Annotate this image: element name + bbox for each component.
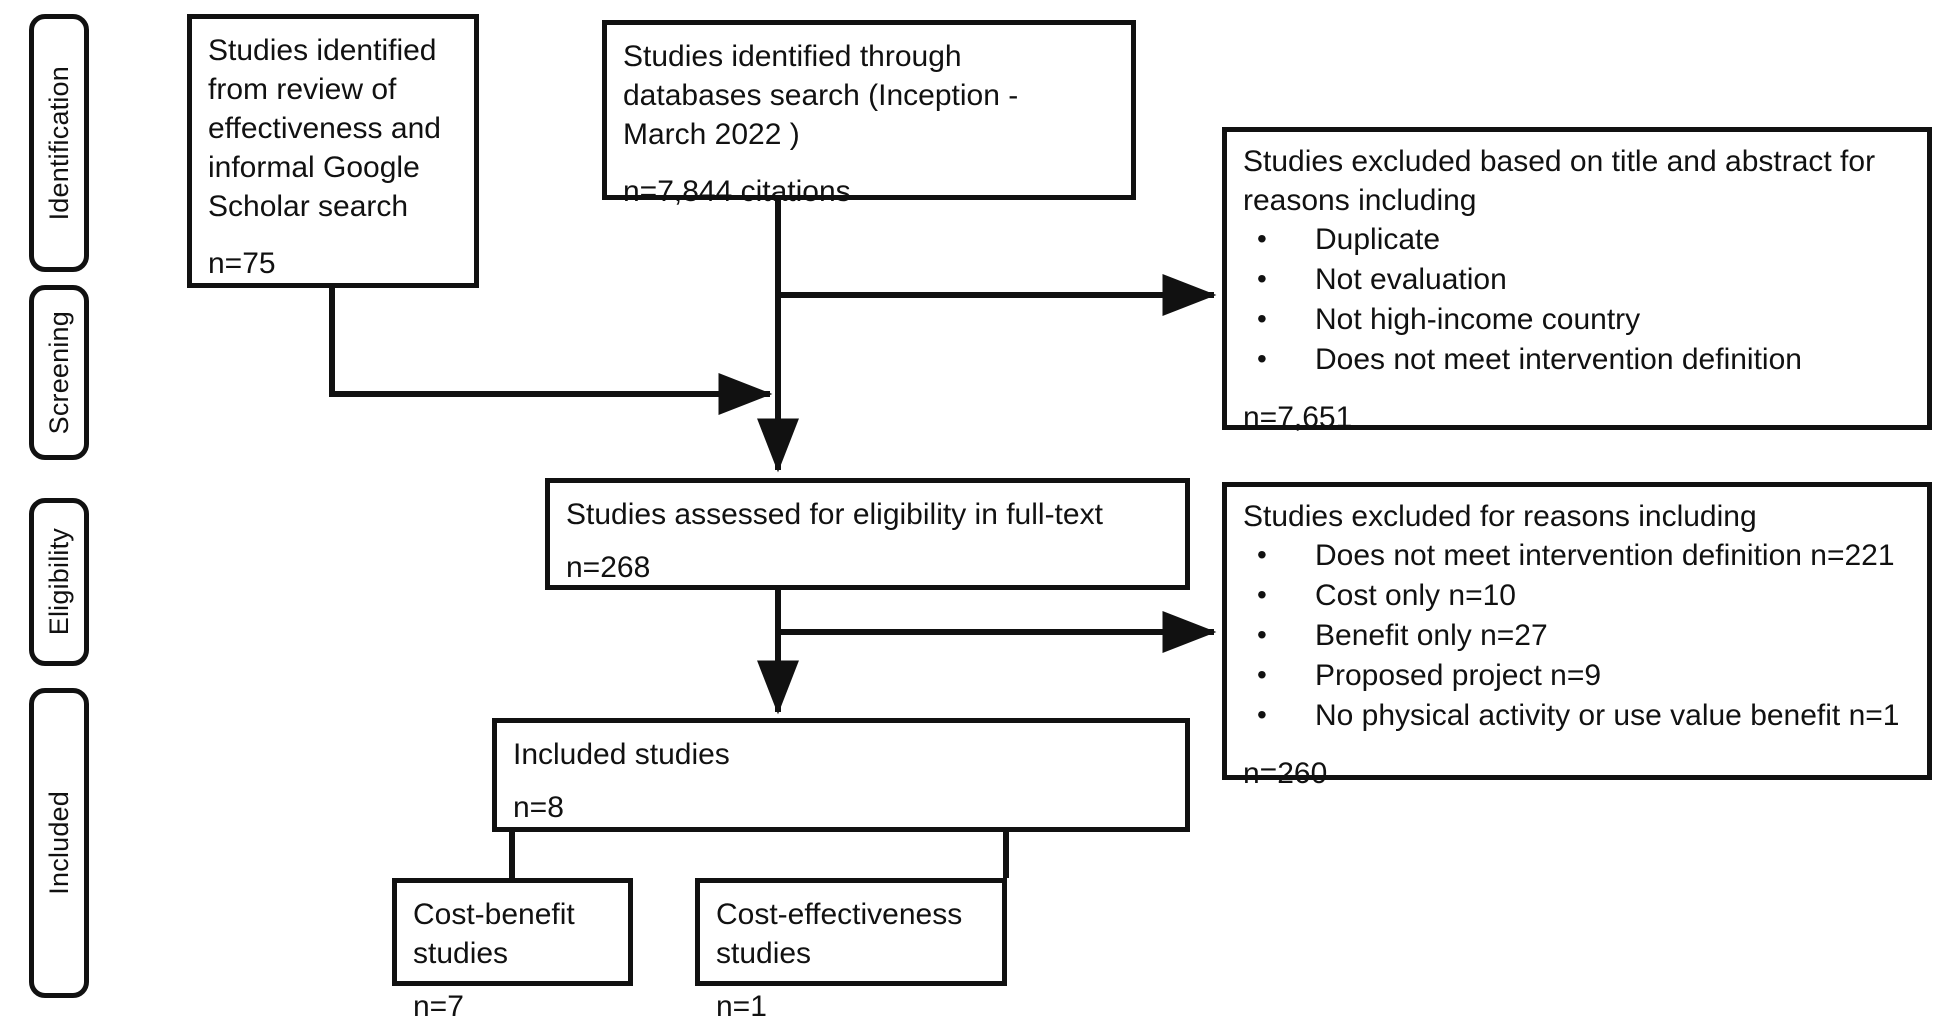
list-item: Not high-income country	[1243, 299, 1913, 340]
box-excluded-full-text-title: Studies excluded for reasons including	[1243, 500, 1757, 533]
box-eligibility-assessed-title: Studies assessed for eligibility in full…	[566, 498, 1103, 531]
box-database-source: Studies identified through databases sea…	[602, 20, 1136, 208]
box-excluded-title-abstract-count: n=7,651	[1243, 401, 1353, 434]
list-item: Does not meet intervention definition	[1243, 339, 1913, 380]
box-review-source-count: n=75	[208, 247, 276, 280]
list-item: Cost only n=10	[1243, 575, 1913, 616]
phase-label-included: Included	[43, 791, 74, 895]
box-excluded-title-abstract-bullets: Duplicate Not evaluation Not high-income…	[1243, 219, 1913, 380]
box-excluded-full-text: Studies excluded for reasons including D…	[1222, 482, 1932, 790]
box-cost-effectiveness-studies: Cost-effectiveness studies n=1	[695, 878, 1007, 1023]
box-database-source-count: n=7,844 citations	[623, 175, 851, 208]
list-item: Duplicate	[1243, 219, 1913, 260]
list-item: Not evaluation	[1243, 259, 1913, 300]
phase-pill-included: Included	[29, 688, 89, 998]
box-included-studies-title: Included studies	[513, 738, 730, 771]
box-review-source-title: Studies identified from review of effect…	[208, 34, 441, 223]
box-review-source: Studies identified from review of effect…	[187, 14, 479, 288]
box-excluded-title-abstract: Studies excluded based on title and abst…	[1222, 127, 1932, 434]
box-eligibility-assessed: Studies assessed for eligibility in full…	[545, 478, 1190, 590]
box-included-studies-count: n=8	[513, 791, 564, 824]
box-cost-effectiveness-studies-title: Cost-effectiveness studies	[716, 898, 971, 970]
box-included-studies: Included studies n=8	[492, 718, 1190, 832]
phase-pill-identification: Identification	[29, 14, 89, 272]
phase-label-eligibility: Eligibility	[43, 528, 74, 636]
list-item: Proposed project n=9	[1243, 655, 1913, 696]
box-excluded-full-text-count: n=260	[1243, 757, 1328, 790]
list-item: No physical activity or use value benefi…	[1243, 695, 1913, 736]
box-excluded-full-text-bullets: Does not meet intervention definition n=…	[1243, 535, 1913, 736]
box-cost-benefit-studies: Cost-benefit studies n=7	[392, 878, 633, 1023]
phase-pill-eligibility: Eligibility	[29, 498, 89, 666]
box-excluded-title-abstract-title: Studies excluded based on title and abst…	[1243, 145, 1876, 217]
box-eligibility-assessed-count: n=268	[566, 551, 651, 584]
box-cost-benefit-studies-title: Cost-benefit studies	[413, 898, 584, 970]
phase-label-screening: Screening	[43, 310, 74, 435]
list-item: Benefit only n=27	[1243, 615, 1913, 656]
box-cost-benefit-studies-count: n=7	[413, 990, 464, 1023]
phase-label-identification: Identification	[43, 65, 74, 221]
box-database-source-title: Studies identified through databases sea…	[623, 40, 1019, 151]
box-cost-effectiveness-studies-count: n=1	[716, 990, 767, 1023]
list-item: Does not meet intervention definition n=…	[1243, 535, 1913, 576]
wire-review-to-trunk	[329, 288, 773, 415]
phase-pill-screening: Screening	[29, 285, 89, 460]
